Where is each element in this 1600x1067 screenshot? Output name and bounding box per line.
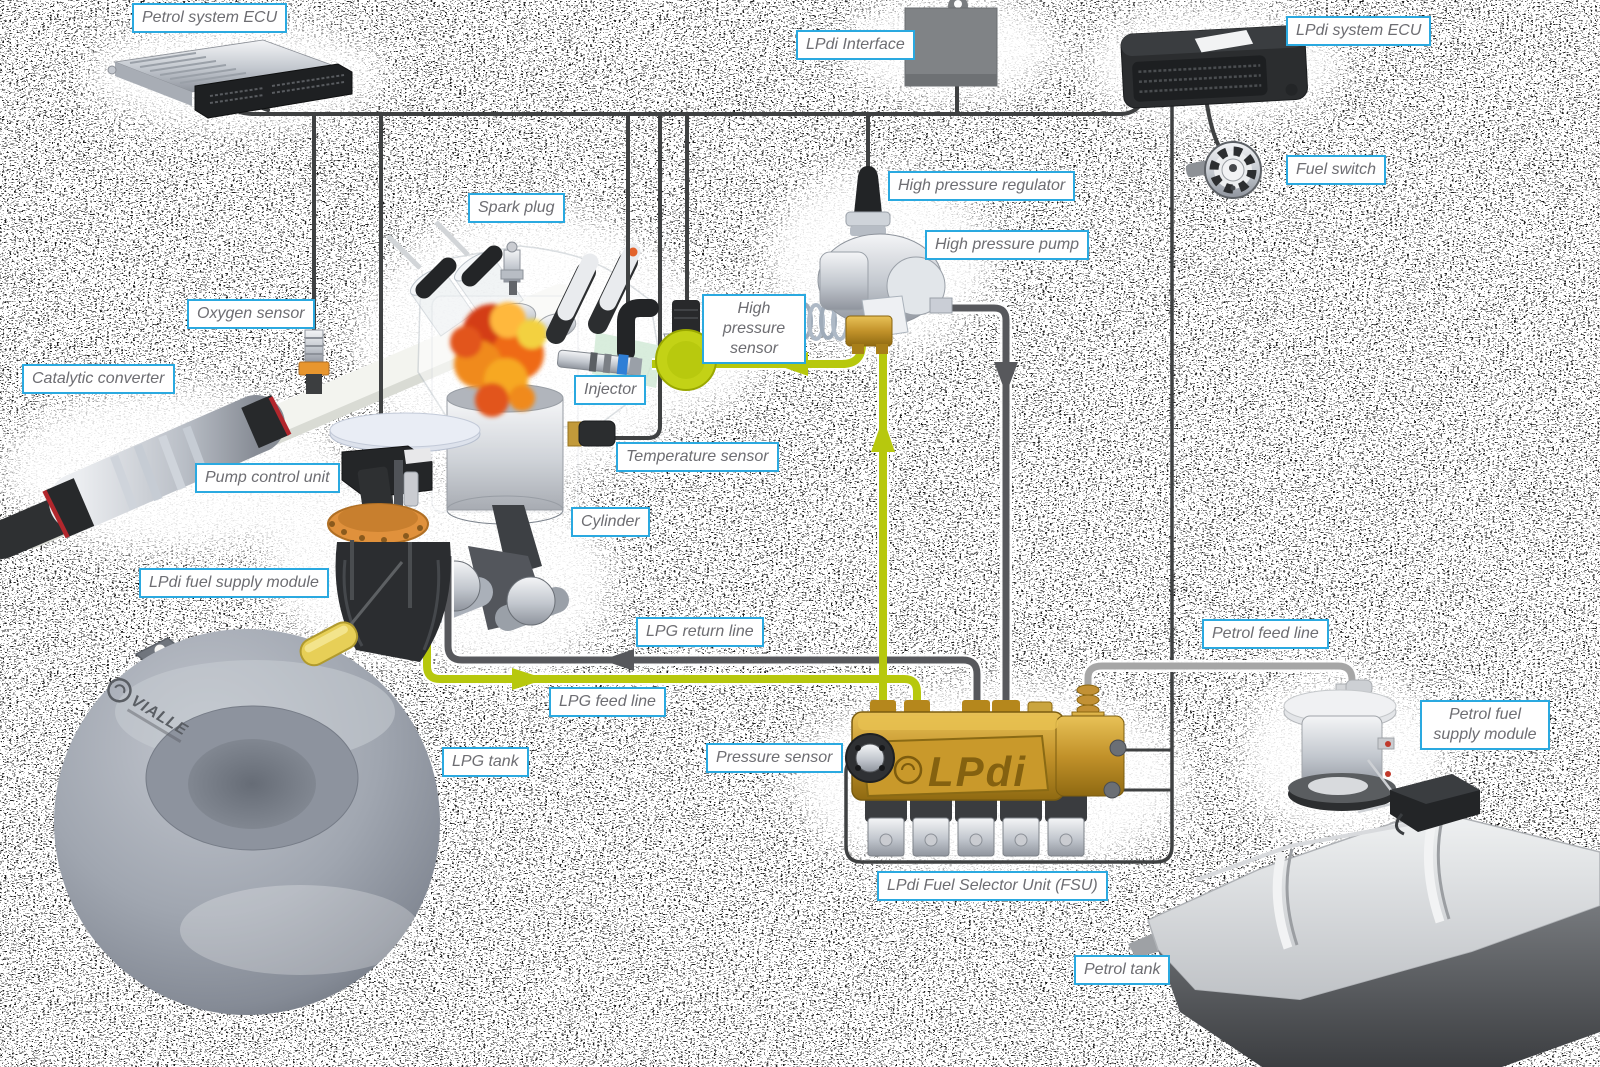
petrol-fuel-supply-module — [1283, 679, 1480, 836]
feed-arrow-up — [871, 418, 895, 452]
label-pump-control-unit: Pump control unit — [195, 463, 340, 493]
feed-arrow-right — [512, 668, 546, 690]
lpdi-interface — [904, 0, 998, 87]
label-lpg-tank: LPG tank — [442, 747, 529, 777]
label-fsu: LPdi Fuel Selector Unit (FSU) — [877, 871, 1108, 901]
label-spark-plug: Spark plug — [468, 193, 565, 223]
high-pressure-sensor — [655, 300, 717, 391]
label-lpdi-interface: LPdi Interface — [796, 30, 915, 60]
injector — [556, 299, 659, 376]
injector-connector — [617, 299, 659, 361]
label-high-pressure-regulator: High pressure regulator — [888, 171, 1076, 201]
label-catalytic-converter: Catalytic converter — [22, 364, 175, 394]
temperature-sensor — [567, 420, 616, 447]
lpdi-system-ecu — [1120, 25, 1308, 109]
fuel-float — [299, 621, 359, 667]
label-petrol-feed-line: Petrol feed line — [1202, 619, 1329, 649]
pressure-sensor — [845, 733, 895, 783]
high-pressure-pump — [783, 166, 953, 354]
label-lpg-feed-line: LPG feed line — [549, 687, 666, 717]
pump-brass-fitting — [845, 315, 893, 347]
pump-return-line — [946, 304, 1010, 706]
catalytic-converter-body — [42, 394, 292, 539]
label-injector: Injector — [574, 375, 647, 405]
petrol-system-ecu — [107, 39, 353, 119]
lpdi-fuel-supply-module — [299, 460, 451, 667]
combustion-fire — [450, 302, 547, 417]
label-oxygen-sensor: Oxygen sensor — [187, 299, 315, 329]
petrol-feed-line — [1084, 662, 1356, 700]
high-pressure-regulator-cap — [854, 166, 882, 214]
fuel-lines — [421, 302, 1358, 714]
label-petrol-tank: Petrol tank — [1074, 955, 1171, 985]
engine-assembly — [386, 220, 662, 631]
lpg-feed-line — [423, 548, 921, 714]
spark-plugs — [386, 220, 641, 344]
label-high-pressure-pump: High pressure pump — [925, 230, 1090, 260]
cylinder-liner — [446, 397, 564, 511]
label-lpdi-system-ecu: LPdi system ECU — [1286, 16, 1432, 46]
fuel-switch — [1185, 141, 1262, 199]
lpg-return-line — [444, 556, 981, 706]
label-petrol-fuel-supply-module: Petrol fuel supply module — [1420, 700, 1550, 750]
lpg-tank: VIALLE — [54, 629, 440, 1015]
fsu-badge-text: LPdi — [928, 748, 1027, 795]
module-body — [335, 542, 451, 662]
label-lpdi-fuel-supply-module: LPdi fuel supply module — [139, 568, 329, 598]
label-high-pressure-sensor: High pressure sensor — [702, 294, 806, 364]
oxygen-sensor — [298, 329, 330, 394]
petrol-tank — [1128, 817, 1600, 1067]
label-fuel-switch: Fuel switch — [1286, 155, 1387, 185]
injector-blue-ring — [616, 354, 629, 376]
label-pressure-sensor: Pressure sensor — [706, 743, 843, 773]
wire-temperature-sensor — [612, 112, 662, 440]
label-temperature-sensor: Temperature sensor — [616, 442, 779, 472]
label-lpg-return-line: LPG return line — [636, 617, 764, 647]
pump-line-arrow-down — [994, 362, 1018, 394]
petrol-module-bracket — [1390, 774, 1480, 836]
return-arrow-left — [602, 649, 634, 671]
label-cylinder: Cylinder — [571, 507, 650, 537]
label-petrol-system-ecu: Petrol system ECU — [132, 3, 288, 33]
fsu: LPdi — [845, 684, 1127, 857]
